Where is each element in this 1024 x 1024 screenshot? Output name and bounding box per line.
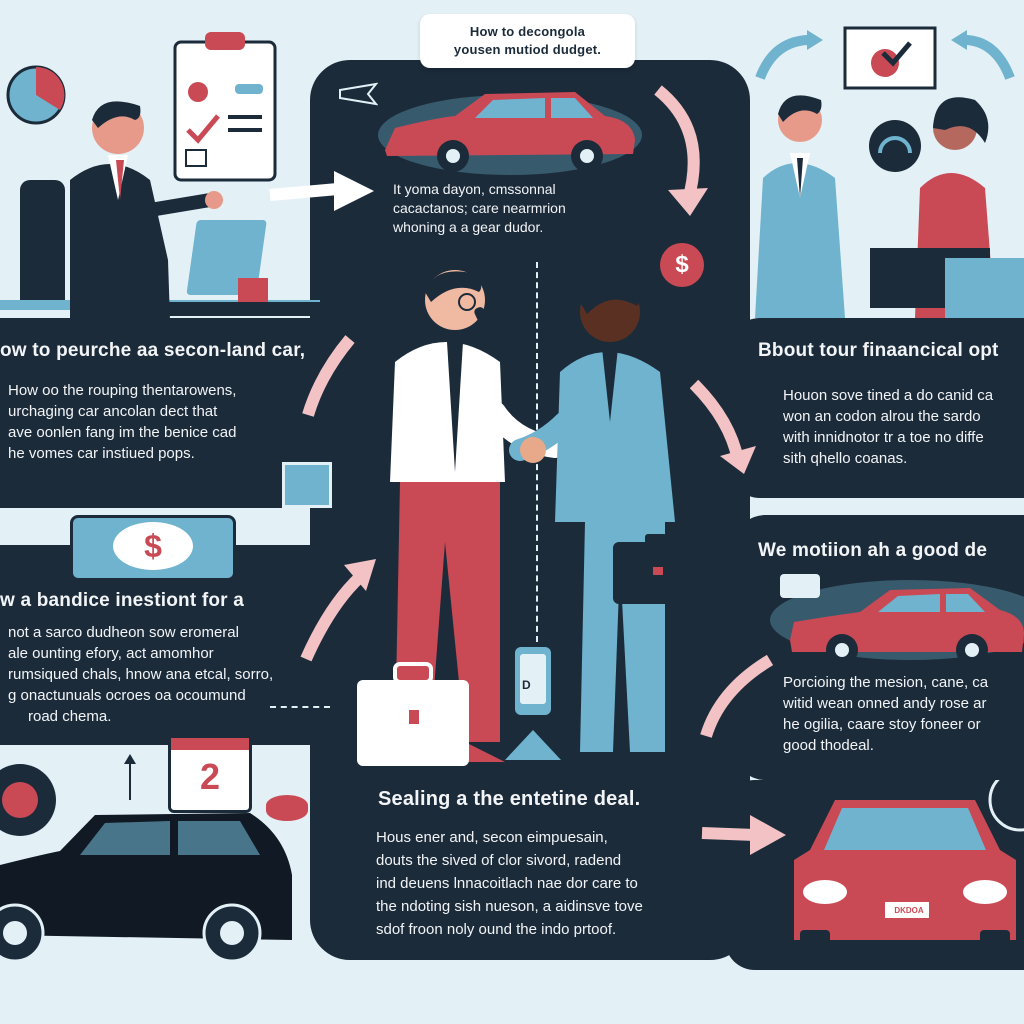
left-section-2-heading: w a bandice inestiont for a	[0, 590, 244, 611]
bottom-center-heading: Sealing a the entetine deal.	[378, 788, 641, 810]
bottom-center-line: ind deuens lnnacoitlach nae dor care to	[376, 875, 638, 892]
right-section-2-line: Porcioing the mesion, cane, ca	[783, 674, 989, 691]
right-red-car-illustration	[770, 574, 1024, 666]
banner-line-2: yousen mutiod dudget.	[453, 42, 602, 57]
left-section-2-line: ale ounting efory, act amomhor	[8, 645, 214, 662]
center-top-line: whoning a a gear dudor.	[393, 219, 544, 235]
banner-line-1: How to decongola	[469, 24, 586, 39]
arrow-curve-left-icon	[302, 335, 355, 417]
phone-screen-label: D	[522, 678, 531, 692]
right-section-2-heading: We motiion ah a good de	[758, 540, 988, 561]
right-section-2-line: he ogilia, caare stoy foneer or	[783, 716, 981, 733]
bottom-center-line: Hous ener and, secon eimpuesain,	[376, 829, 608, 846]
arrow-curve-up-icon	[300, 559, 376, 662]
top-banner: How to decongola yousen mutiod dudget.	[420, 14, 635, 68]
arrow-curve-down-right-icon	[690, 380, 756, 474]
calendar-number: 2	[199, 756, 221, 797]
left-section-1-body: How oo the rouping thentarowens, urchagi…	[8, 380, 237, 464]
arrow-right-small-icon	[701, 815, 786, 855]
bottom-center-line: douts the sived of clor sivord, radend	[376, 852, 622, 869]
clipboard-icon	[173, 40, 277, 182]
arrow-curve-up-left-icon	[700, 654, 774, 738]
left-section-2-body: not a sarco dudheon sow eromeral ale oun…	[8, 622, 273, 727]
coin-stack-icon	[266, 795, 308, 821]
right-section-1-line: Houon sove tined a do canid ca	[783, 387, 994, 404]
arrow-right-icon	[269, 171, 374, 211]
left-section-2-line: not a sarco dudheon sow eromeral	[8, 624, 239, 641]
fuel-gauge-icon	[869, 120, 921, 172]
left-dashed-line	[270, 706, 330, 708]
center-dark-panel	[310, 60, 750, 960]
arrow-curve-down-icon	[654, 85, 708, 216]
black-hatchback-car-illustration	[0, 764, 292, 963]
center-top-line: cacactanos; care nearmrion	[393, 200, 566, 216]
left-section-1-heading: ow to peurche aa secon-land car,	[0, 340, 306, 361]
arrow-up-thin-icon	[124, 754, 136, 800]
left-section-2-line: road chema.	[28, 708, 112, 725]
right-section-2-body: Porcioing the mesion, cane, ca witid wea…	[783, 672, 988, 756]
right-section-1-line: won an codon alrou the sardo	[783, 408, 981, 425]
right-section-1-heading: Bbout tour finaancical opt	[758, 340, 999, 361]
bottom-center-body: Hous ener and, secon eimpuesain, douts t…	[376, 826, 643, 941]
left-section-1-line: ave oonlen fang im the benice cad	[8, 424, 237, 441]
left-section-2-line: rumsiqued chals, hnow ana etcal, sorro,	[8, 666, 274, 683]
left-section-1-line: he vomes car instiued pops.	[8, 445, 195, 462]
handshake-scene-illustration	[357, 270, 699, 768]
consultation-scene-illustration	[755, 26, 1024, 318]
right-section-1-line: with innidnotor tr a toe no diffe	[783, 429, 984, 446]
office-scene-illustration	[0, 32, 320, 320]
left-section-2-line: g onactunuals ocroes oa ocoumund	[8, 687, 246, 704]
right-dark-panel-1	[730, 318, 1024, 498]
dollar-coin-icon: $	[113, 522, 193, 570]
bottom-center-line: the ndoting sish nueson, a aidinsve tove	[376, 898, 643, 915]
right-section-2-line: witid wean onned andy rose ar	[783, 695, 987, 712]
right-section-2-line: good thodeal.	[783, 737, 874, 754]
center-top-text: It yoma dayon, cmssonnal cacactanos; car…	[393, 180, 566, 237]
center-red-car-illustration	[378, 92, 642, 175]
money-badge: $	[70, 515, 236, 581]
photo-card-icon	[282, 462, 332, 508]
document-stack-icon	[339, 82, 378, 106]
calendar-icon: 2	[168, 735, 252, 813]
right-section-1-line: sith qhello coanas.	[783, 450, 908, 467]
bottom-center-line: sdof froon noly ound the indo prtoof.	[376, 921, 617, 938]
right-section-1-body: Houon sove tined a do canid ca won an co…	[783, 385, 993, 469]
license-plate: DKDOA	[894, 906, 924, 915]
dollar-badge-icon: $	[660, 243, 704, 287]
center-top-line: It yoma dayon, cmssonnal	[393, 181, 556, 197]
left-section-1-line: How oo the rouping thentarowens,	[8, 382, 237, 399]
red-car-front-illustration	[794, 780, 1024, 960]
left-section-1-line: urchaging car ancolan dect that	[8, 403, 218, 420]
